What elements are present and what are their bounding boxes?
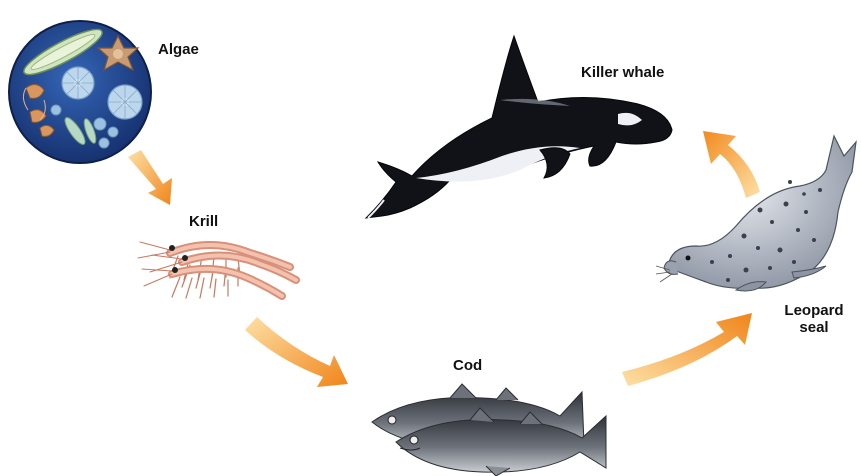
killer-whale-label: Killer whale xyxy=(581,64,664,81)
arrow-cod-to-seal xyxy=(622,313,752,386)
krill-illustration xyxy=(138,242,296,298)
arrow-krill-to-cod xyxy=(245,317,348,387)
centric-diatom-2 xyxy=(108,85,142,119)
cod-illustration xyxy=(372,384,606,476)
krill-3 xyxy=(142,267,282,298)
leopard-seal-label: Leopard seal xyxy=(781,302,847,336)
leopard-seal-label-line2: seal xyxy=(781,319,847,336)
algae-illustration xyxy=(9,21,151,163)
arrow-algae-to-krill xyxy=(128,150,172,205)
krill-label: Krill xyxy=(189,213,218,230)
krill-1 xyxy=(138,242,290,280)
algae-label: Algae xyxy=(158,41,199,58)
leopard-seal-label-line1: Leopard xyxy=(781,302,847,319)
centric-diatom-1 xyxy=(62,67,94,99)
cod-label: Cod xyxy=(453,357,482,374)
arrow-seal-to-whale xyxy=(703,131,760,198)
leopard-seal-illustration xyxy=(656,136,856,291)
